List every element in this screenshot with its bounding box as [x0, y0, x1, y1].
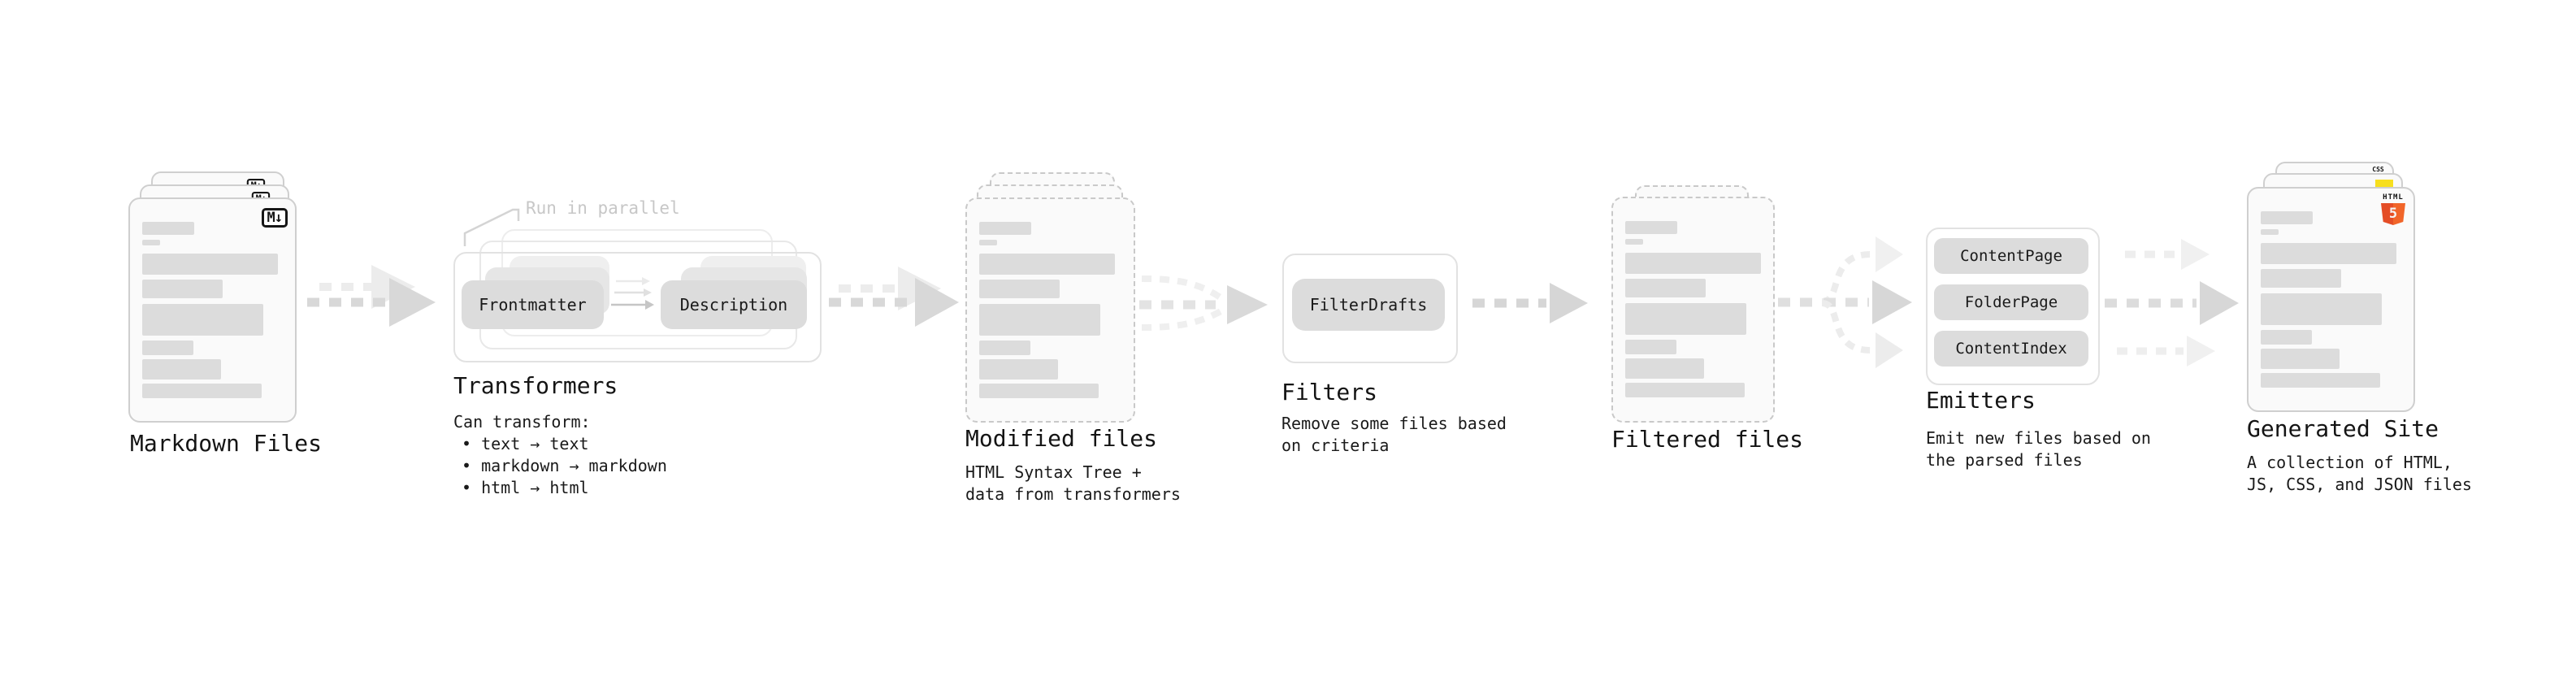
filtered-file-doc [1611, 197, 1775, 423]
html5-shield: 5 [2381, 203, 2405, 225]
skeleton-bar [979, 254, 1115, 275]
run-in-parallel-annotation: Run in parallel [526, 198, 680, 218]
arrow-merge-modified-to-filters [1139, 275, 1268, 331]
pill-filterdrafts: FilterDrafts [1292, 279, 1445, 331]
caption-line: JS, CSS, and JSON files [2247, 475, 2472, 494]
skeleton-bar [142, 384, 262, 398]
stage-label-filters: Filters [1281, 379, 1378, 406]
pill-folderpage: FolderPage [1934, 284, 2088, 320]
skeleton-bar [2261, 229, 2279, 235]
html5-icon: HTML 5 [2381, 194, 2405, 225]
skeleton-bar [2261, 293, 2382, 325]
arrow-fanout-filtered-to-emitters [1778, 236, 1912, 368]
stage-label-filtered-files: Filtered files [1611, 426, 1804, 453]
skeleton-bar [979, 359, 1058, 380]
skeleton-bar [2261, 330, 2312, 345]
caption-line: Emit new files based on [1926, 428, 2151, 448]
caption-line: on criteria [1281, 436, 1390, 455]
pill-contentpage: ContentPage [1934, 238, 2088, 274]
arrow-transformers-to-modified [829, 267, 959, 327]
skeleton-bar [142, 304, 263, 336]
modified-file-doc [965, 197, 1135, 423]
emitters-caption: Emit new files based on the parsed files [1926, 427, 2151, 471]
modified-files-caption: HTML Syntax Tree + data from transformer… [965, 462, 1181, 505]
arrow-filters-to-filtered [1472, 283, 1588, 323]
html5-wordmark: HTML [2383, 193, 2404, 202]
skeleton-bar [979, 384, 1099, 398]
doc-skeleton [142, 222, 283, 411]
css-badge-text: CSS [2372, 166, 2384, 173]
generated-site-caption: A collection of HTML, JS, CSS, and JSON … [2247, 452, 2472, 496]
doc-skeleton [1625, 221, 1761, 411]
skeleton-bar [2261, 269, 2341, 288]
skeleton-bar [1625, 239, 1643, 245]
skeleton-bar [1625, 358, 1704, 379]
skeleton-bar [1625, 253, 1761, 274]
skeleton-bar [2261, 211, 2313, 224]
skeleton-bar [979, 222, 1031, 235]
skeleton-bar [142, 280, 223, 298]
transformers-caption: Can transform: [453, 412, 591, 432]
bullet-line: • text → text [462, 434, 589, 453]
skeleton-bar [142, 340, 193, 355]
stage-label-emitters: Emitters [1926, 387, 2036, 414]
filters-container [1282, 254, 1458, 363]
caption-line: the parsed files [1926, 450, 2083, 470]
filters-caption: Remove some files based on criteria [1281, 413, 1507, 457]
skeleton-bar [1625, 221, 1677, 234]
skeleton-bar [979, 340, 1030, 355]
skeleton-bar [2261, 373, 2380, 388]
caption-line: data from transformers [965, 484, 1181, 504]
doc-skeleton [979, 222, 1121, 411]
doc-skeleton [2261, 211, 2401, 401]
transformers-bullets: • text → text • markdown → markdown • ht… [462, 433, 667, 499]
stage-label-modified-files: Modified files [965, 425, 1158, 452]
arrow-markdown-to-transformers [307, 265, 436, 327]
js-icon [2375, 180, 2393, 189]
skeleton-bar [142, 254, 278, 275]
bullet-line: • markdown → markdown [462, 456, 667, 475]
skeleton-bar [2261, 349, 2340, 369]
skeleton-bar [142, 359, 221, 380]
caption-line: HTML Syntax Tree + [965, 462, 1142, 482]
skeleton-bar [142, 222, 194, 235]
skeleton-bar [1625, 383, 1745, 397]
skeleton-bar [1625, 279, 1706, 297]
transformer-layer-front [453, 252, 822, 362]
bullet-line: • html → html [462, 478, 589, 497]
skeleton-bar [2261, 243, 2396, 264]
markdown-file-doc: M↓ [128, 197, 297, 423]
generated-file-doc: HTML 5 [2247, 187, 2415, 412]
caption-line: Remove some files based [1281, 414, 1507, 433]
skeleton-bar [1625, 340, 1676, 354]
arrows-emitters-to-generated [2105, 239, 2239, 367]
skeleton-bar [979, 240, 997, 245]
stage-label-markdown-files: Markdown Files [130, 430, 323, 457]
skeleton-bar [979, 280, 1060, 298]
stage-label-generated-site: Generated Site [2247, 415, 2439, 442]
caption-line: A collection of HTML, [2247, 453, 2452, 472]
skeleton-bar [979, 304, 1100, 336]
skeleton-bar [142, 240, 160, 245]
pill-description: Description [661, 280, 807, 329]
pill-contentindex: ContentIndex [1934, 331, 2088, 367]
stage-label-transformers: Transformers [453, 372, 618, 399]
markdown-icon: M↓ [261, 208, 288, 228]
skeleton-bar [1625, 303, 1746, 335]
pill-frontmatter: Frontmatter [462, 280, 604, 329]
